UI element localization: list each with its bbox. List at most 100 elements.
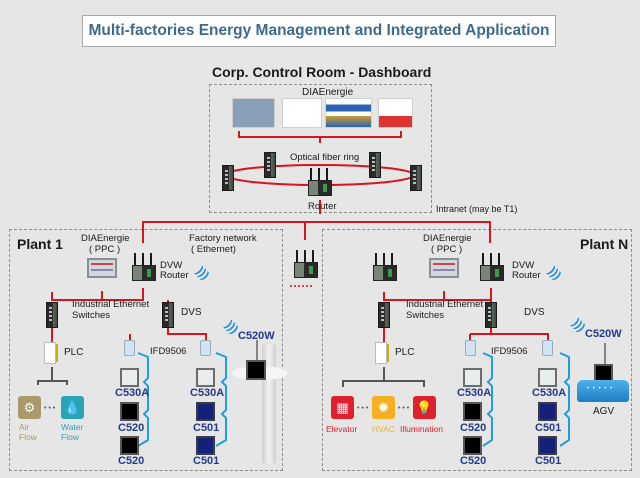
plant1-right-model-1: C530A <box>190 387 225 399</box>
plantN-plc-label: PLC <box>395 347 415 358</box>
plant1-meter-c520-1[interactable] <box>120 402 139 421</box>
plantN-meter-c520-1[interactable] <box>463 402 482 421</box>
plantN-ppc-label: DIAEnergie <box>423 233 472 244</box>
air-flow-icon: ⚙ <box>18 396 41 419</box>
router-body <box>308 180 332 196</box>
plantN-router-line1: DVW <box>512 260 535 271</box>
illumination-icon: 💡 <box>413 396 436 419</box>
corp-router[interactable] <box>308 168 332 196</box>
plant1-factory-net-sub: ( Ethernet) <box>191 244 236 255</box>
plantN-router-line2: Router <box>512 270 541 281</box>
plant1-meter-c530a-left[interactable] <box>120 368 139 387</box>
plant1-dvs-label: DVS <box>181 307 202 318</box>
dashboard-screenshot-1[interactable] <box>232 98 275 128</box>
intranet-line <box>142 221 491 243</box>
dashboard-screenshot-3[interactable] <box>325 98 372 128</box>
router-label: Router <box>308 201 337 212</box>
illumination-label: Illumination <box>400 424 443 434</box>
plantN-area <box>322 229 632 471</box>
plantN-right-serial-line <box>559 352 570 447</box>
ring-switch-1[interactable] <box>222 165 234 191</box>
antenna-icon <box>383 253 385 267</box>
plant1-ppc-panel[interactable] <box>87 258 117 278</box>
plantN-left-serial-line <box>482 352 493 447</box>
plantN-ellipsis-2: • • • <box>398 405 410 412</box>
corp-heading: Corp. Control Room - Dashboard <box>212 64 432 80</box>
plant1-left-model-1: C530A <box>115 387 150 399</box>
ring-switch-3[interactable] <box>369 152 381 178</box>
dashboard-screenshot-2[interactable] <box>282 98 322 128</box>
plant1-right-model-3: C501 <box>193 455 220 467</box>
plant1-meter-c530a-right[interactable] <box>196 368 215 387</box>
agv-vehicle[interactable] <box>577 380 629 402</box>
plantN-dvs-switch[interactable] <box>485 302 497 328</box>
plantN-right-model-2: C501 <box>535 422 562 434</box>
title-box: Multi-factories Energy Management and In… <box>82 15 556 47</box>
plant1-dvs-line <box>167 326 207 341</box>
plant1-left-model-3: C520 <box>118 455 145 467</box>
plantN-left-model-1: C530A <box>457 387 492 399</box>
plantN-right-model-3: C501 <box>535 455 562 467</box>
plantN-dvw-router[interactable] <box>480 253 504 281</box>
plant1-meter-c501-2[interactable] <box>196 436 215 455</box>
plant1-backbone-line <box>51 288 144 301</box>
plant1-ppc-label: DIAEnergie <box>81 233 130 244</box>
plantN-meter-c501-1[interactable] <box>538 402 557 421</box>
plant1-ppc-sub: ( PPC ) <box>89 244 121 255</box>
plant1-plc[interactable] <box>44 342 58 364</box>
antenna-icon <box>296 250 298 264</box>
water-flow-line1: Water <box>61 422 84 432</box>
plant1-right-serial-line <box>215 352 227 447</box>
antenna-icon <box>134 253 136 267</box>
plantN-meter-c530a-right[interactable] <box>538 368 557 387</box>
plant1-ifd-label: IFD9506 <box>150 346 187 357</box>
plant1-meter-c520w[interactable] <box>246 360 266 380</box>
plantN-router-left[interactable] <box>373 253 397 281</box>
dashboard-software-label: DIAEnergie <box>302 87 354 98</box>
dot <box>302 285 304 287</box>
plantN-ppc-sub: ( PPC ) <box>431 244 463 255</box>
air-flow-line2: Flow <box>19 432 37 442</box>
antenna-icon <box>312 250 314 264</box>
plantN-dvs-label: DVS <box>524 307 545 318</box>
dashboard-screenshot-4[interactable] <box>378 98 413 128</box>
plant1-meter-c520-2[interactable] <box>120 436 139 455</box>
plantN-ifd-line <box>470 333 549 341</box>
plantN-ifd-left[interactable] <box>465 340 476 356</box>
agv-label: AGV <box>593 406 615 417</box>
antenna-icon <box>482 253 484 267</box>
antenna-icon <box>490 253 492 267</box>
plantN-ppc-panel[interactable] <box>429 258 459 278</box>
plantN-wireless-meter-label: C520W <box>585 328 622 340</box>
antenna-icon <box>375 253 377 267</box>
plant1-ifd-right[interactable] <box>200 340 211 356</box>
ring-switch-4[interactable] <box>410 165 422 191</box>
plantN-meter-c530a-left[interactable] <box>463 368 482 387</box>
elevator-icon: ▦ <box>331 396 354 419</box>
plantN-backbone-line <box>383 288 492 301</box>
ring-switch-2[interactable] <box>264 152 276 178</box>
plantN-switch-line1: Industrial Ethernet <box>406 299 484 310</box>
router-body <box>294 262 318 278</box>
plant1-ifd-left[interactable] <box>124 340 135 356</box>
water-flow-icon: 💧 <box>61 396 84 419</box>
plant1-industrial-switch[interactable] <box>46 302 58 328</box>
router-body <box>480 265 504 281</box>
plantN-meter-c520-2[interactable] <box>463 436 482 455</box>
page-title: Multi-factories Energy Management and In… <box>88 22 550 39</box>
plantN-industrial-switch[interactable] <box>378 302 390 328</box>
hvac-icon: ✺ <box>372 396 395 419</box>
plant1-left-serial-line <box>137 352 149 447</box>
plant1-dvw-router[interactable] <box>132 253 156 281</box>
plantN-ifd-right[interactable] <box>542 340 553 356</box>
dashboard-bracket-line <box>238 131 402 138</box>
plant1-dvs-switch[interactable] <box>162 302 174 328</box>
middle-plant-router[interactable] <box>294 250 318 278</box>
plantN-plc[interactable] <box>375 342 389 364</box>
antenna-icon <box>150 253 152 267</box>
plant1-meter-c501-1[interactable] <box>196 402 215 421</box>
elevator-label: Elevator <box>326 424 358 434</box>
plant1-ellipsis: • • • <box>44 405 56 412</box>
plantN-meter-c501-2[interactable] <box>538 436 557 455</box>
